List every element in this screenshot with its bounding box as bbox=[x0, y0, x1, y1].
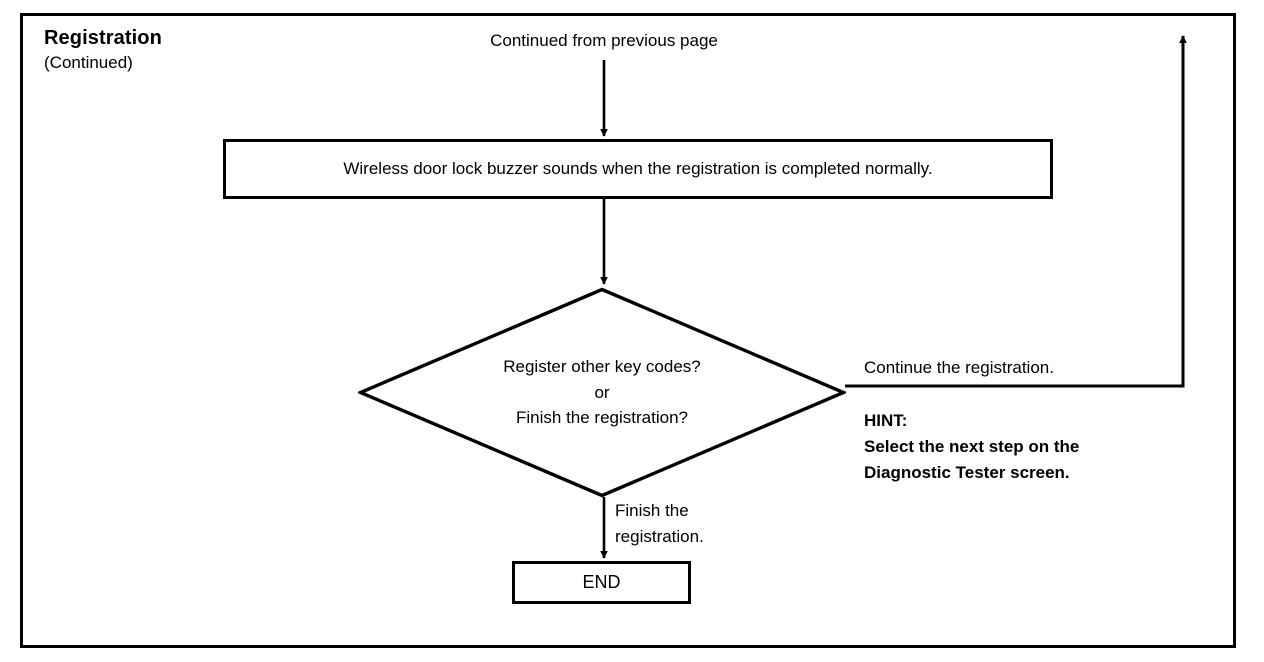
decision-line-1: Register other key codes? bbox=[503, 356, 701, 376]
hint-block: HINT: Select the next step on the Diagno… bbox=[864, 408, 1079, 486]
branch-label-continue: Continue the registration. bbox=[864, 358, 1054, 377]
process-box-label: Wireless door lock buzzer sounds when th… bbox=[343, 159, 933, 178]
page-title: Registration (Continued) bbox=[44, 26, 162, 73]
decision-diamond-text: Register other key codes? or Finish the … bbox=[358, 287, 846, 498]
page-border bbox=[20, 13, 1236, 648]
entry-label: Continued from previous page bbox=[490, 31, 718, 50]
decision-line-2: or bbox=[594, 382, 610, 402]
page-title-main: Registration bbox=[44, 27, 162, 49]
hint-title: HINT: bbox=[864, 411, 908, 430]
branch-label-finish: Finish the registration. bbox=[615, 498, 704, 549]
end-terminator-label: END bbox=[582, 572, 621, 592]
decision-diamond-shape bbox=[358, 287, 846, 498]
hint-line-1: Select the next step on the bbox=[864, 437, 1080, 456]
branch-label-finish-line-1: Finish the bbox=[615, 501, 689, 520]
page-title-sub: (Continued) bbox=[44, 52, 133, 72]
hint-line-2: Diagnostic Tester screen. bbox=[864, 463, 1070, 482]
branch-label-finish-line-2: registration. bbox=[615, 526, 704, 546]
decision-line-3: Finish the registration? bbox=[516, 408, 688, 428]
end-terminator-box: END bbox=[512, 561, 691, 604]
decision-diamond: Register other key codes? or Finish the … bbox=[358, 287, 846, 498]
process-box: Wireless door lock buzzer sounds when th… bbox=[223, 139, 1053, 199]
